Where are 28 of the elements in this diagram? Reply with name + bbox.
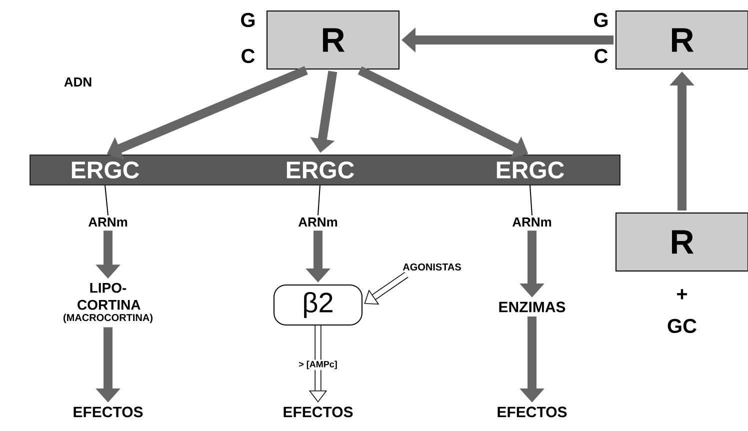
connector-line xyxy=(530,184,532,216)
text-label: ADN xyxy=(64,78,92,86)
connector-line xyxy=(318,184,320,216)
side-label: C xyxy=(242,48,255,64)
node-label: AGONISTAS xyxy=(402,263,461,271)
arrow xyxy=(364,272,408,305)
side-label: GC xyxy=(668,318,696,334)
rbox: R xyxy=(266,10,400,70)
side-label: G xyxy=(241,12,255,28)
connector-line xyxy=(104,184,108,216)
side-label: + xyxy=(677,289,688,300)
node-label: ARNm xyxy=(88,218,128,226)
node-label: LIPO- CORTINA (MACROCORTINA) xyxy=(64,282,152,324)
rbox: R xyxy=(616,10,748,70)
band-label: ERGC xyxy=(72,162,140,178)
rbox: R xyxy=(616,212,748,272)
node-label: EFECTOS xyxy=(284,406,353,418)
node-label: ARNm xyxy=(298,218,338,226)
rounded-box: β2 xyxy=(274,284,362,326)
edge-label: > [AMPc] xyxy=(298,360,338,370)
node-label: EFECTOS xyxy=(74,406,143,418)
node-label: EFECTOS xyxy=(498,406,567,418)
band-label: ERGC xyxy=(286,162,354,178)
side-label: C xyxy=(594,48,608,64)
node-label: ENZIMAS xyxy=(499,302,566,312)
node-label: ARNm xyxy=(512,218,552,226)
band-label: ERGC xyxy=(496,162,564,178)
side-label: G xyxy=(594,12,608,28)
